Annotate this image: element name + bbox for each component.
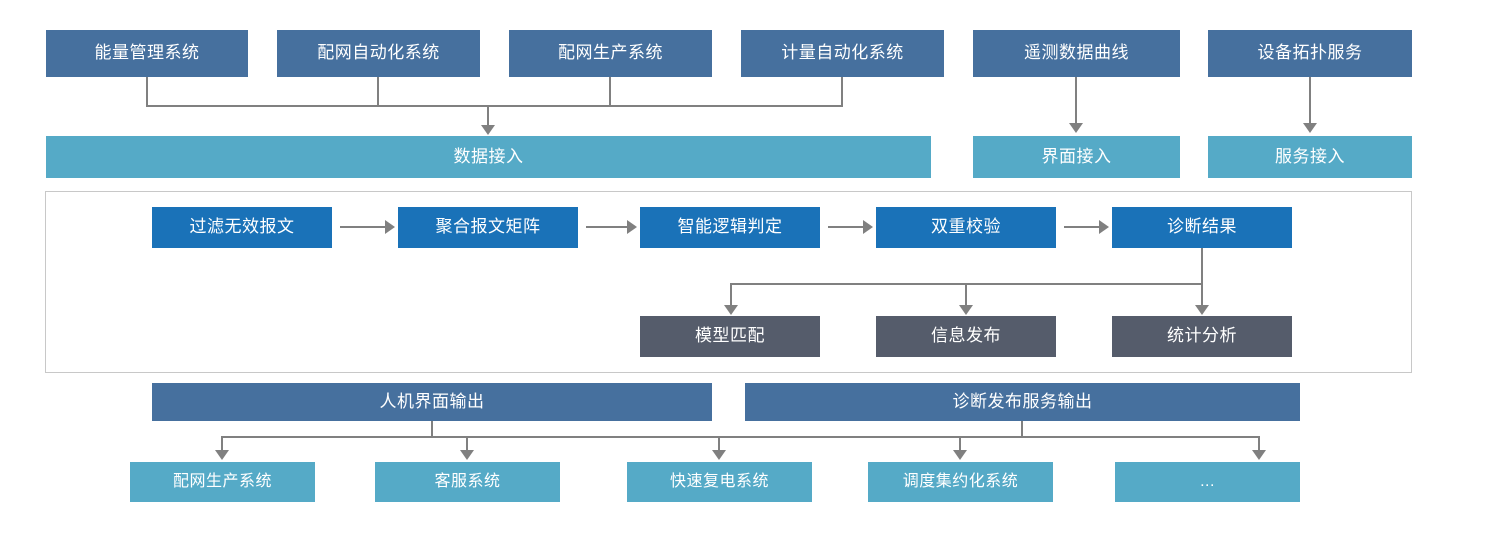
connector-topology-drop	[1309, 77, 1311, 125]
analysis-box-label: 模型匹配	[695, 326, 765, 346]
sink-box-label: 配网生产系统	[172, 473, 272, 491]
output-box-hmi-output[interactable]: 人机界面输出	[152, 383, 712, 421]
source-box-telemetry-curve[interactable]: 遥测数据曲线	[973, 30, 1180, 77]
connector-hmi-rail	[221, 436, 720, 438]
connector-process-1-to-2	[340, 226, 386, 228]
sink-box-label: ...	[1200, 473, 1215, 491]
output-box-label: 人机界面输出	[379, 391, 485, 411]
sink-box-label: 调度集约化系统	[902, 473, 1019, 491]
arrow-process-2-to-3	[627, 220, 637, 234]
process-box-diagnosis-result[interactable]: 诊断结果	[1112, 207, 1292, 248]
process-box-label: 双重校验	[931, 217, 1001, 237]
sink-box-customer-service[interactable]: 客服系统	[375, 462, 560, 502]
process-box-dual-verification[interactable]: 双重校验	[876, 207, 1056, 248]
arrow-into-data-access	[481, 125, 495, 135]
connector-rail-to-sink-3	[718, 436, 720, 452]
connector-energy-management-drop	[146, 77, 148, 106]
analysis-box-label: 统计分析	[1167, 326, 1237, 346]
arrow-into-model-match	[724, 305, 738, 315]
sink-box-dispatch-intensification[interactable]: 调度集约化系统	[868, 462, 1053, 502]
connector-rail-to-sink-1	[221, 436, 223, 452]
connector-process-3-to-4	[828, 226, 864, 228]
output-box-label: 诊断发布服务输出	[952, 391, 1093, 411]
connector-process-4-to-5	[1064, 226, 1100, 228]
connector-rail-to-sink-4	[959, 436, 961, 452]
connector-rail-to-statistics	[1201, 283, 1203, 307]
connector-distribution-production-drop	[609, 77, 611, 106]
arrow-into-statistics	[1195, 305, 1209, 315]
sink-box-label: 快速复电系统	[669, 473, 769, 491]
source-box-label: 计量自动化系统	[781, 43, 904, 63]
connector-distribution-automation-drop	[377, 77, 379, 106]
connector-rail-to-model-match	[730, 283, 732, 307]
access-box-service-access[interactable]: 服务接入	[1208, 136, 1412, 178]
source-box-label: 配网生产系统	[558, 43, 663, 63]
arrow-process-3-to-4	[863, 220, 873, 234]
process-box-label: 过滤无效报文	[189, 217, 295, 237]
sink-box-more[interactable]: ...	[1115, 462, 1300, 502]
connector-source-rail	[146, 105, 843, 107]
source-box-device-topology-service[interactable]: 设备拓扑服务	[1208, 30, 1412, 77]
connector-diagnosis-drop	[1201, 248, 1203, 284]
arrow-into-service-access	[1303, 123, 1317, 133]
arrow-into-sink-4	[953, 450, 967, 460]
connector-rail-to-info-publish	[965, 283, 967, 307]
process-box-label: 智能逻辑判定	[677, 217, 783, 237]
arrow-into-sink-5	[1252, 450, 1266, 460]
access-box-data-access[interactable]: 数据接入	[46, 136, 931, 178]
connector-rail-to-sink-2	[466, 436, 468, 452]
source-box-label: 配网自动化系统	[317, 43, 440, 63]
connector-hmi-drop	[431, 421, 433, 437]
source-box-distribution-production[interactable]: 配网生产系统	[509, 30, 712, 77]
analysis-box-statistical-analysis[interactable]: 统计分析	[1112, 316, 1292, 357]
connector-metering-automation-drop	[841, 77, 843, 106]
process-box-label: 聚合报文矩阵	[435, 217, 541, 237]
arrow-into-info-publish	[959, 305, 973, 315]
source-box-distribution-automation[interactable]: 配网自动化系统	[277, 30, 480, 77]
analysis-box-label: 信息发布	[931, 326, 1001, 346]
connector-rail-to-data-access	[487, 105, 489, 127]
arrow-into-sink-3	[712, 450, 726, 460]
analysis-box-model-match[interactable]: 模型匹配	[640, 316, 820, 357]
sink-box-fast-power-restoration[interactable]: 快速复电系统	[627, 462, 812, 502]
arrow-into-ui-access	[1069, 123, 1083, 133]
analysis-box-info-publish[interactable]: 信息发布	[876, 316, 1056, 357]
arrow-process-4-to-5	[1099, 220, 1109, 234]
process-box-intelligent-logic-decision[interactable]: 智能逻辑判定	[640, 207, 820, 248]
source-box-label: 遥测数据曲线	[1024, 43, 1129, 63]
connector-rail-to-sink-5	[1258, 436, 1260, 452]
process-box-filter-invalid-messages[interactable]: 过滤无效报文	[152, 207, 332, 248]
source-box-label: 能量管理系统	[94, 43, 200, 63]
connector-process-2-to-3	[586, 226, 628, 228]
connector-service-output-drop	[1021, 421, 1023, 437]
connector-service-output-rail	[718, 436, 1260, 438]
arrow-process-1-to-2	[385, 220, 395, 234]
arrow-into-sink-2	[460, 450, 474, 460]
sink-box-distribution-production[interactable]: 配网生产系统	[130, 462, 315, 502]
sink-box-label: 客服系统	[434, 473, 501, 491]
access-box-label: 数据接入	[453, 146, 524, 166]
process-box-aggregate-message-matrix[interactable]: 聚合报文矩阵	[398, 207, 578, 248]
access-box-label: 服务接入	[1275, 146, 1345, 166]
source-box-energy-management[interactable]: 能量管理系统	[46, 30, 248, 77]
source-box-label: 设备拓扑服务	[1257, 43, 1363, 63]
connector-telemetry-drop	[1075, 77, 1077, 125]
output-box-diagnosis-publish-service-output[interactable]: 诊断发布服务输出	[745, 383, 1300, 421]
access-box-label: 界面接入	[1041, 146, 1112, 166]
source-box-metering-automation[interactable]: 计量自动化系统	[741, 30, 944, 77]
process-box-label: 诊断结果	[1167, 217, 1237, 237]
arrow-into-sink-1	[215, 450, 229, 460]
access-box-ui-access[interactable]: 界面接入	[973, 136, 1180, 178]
